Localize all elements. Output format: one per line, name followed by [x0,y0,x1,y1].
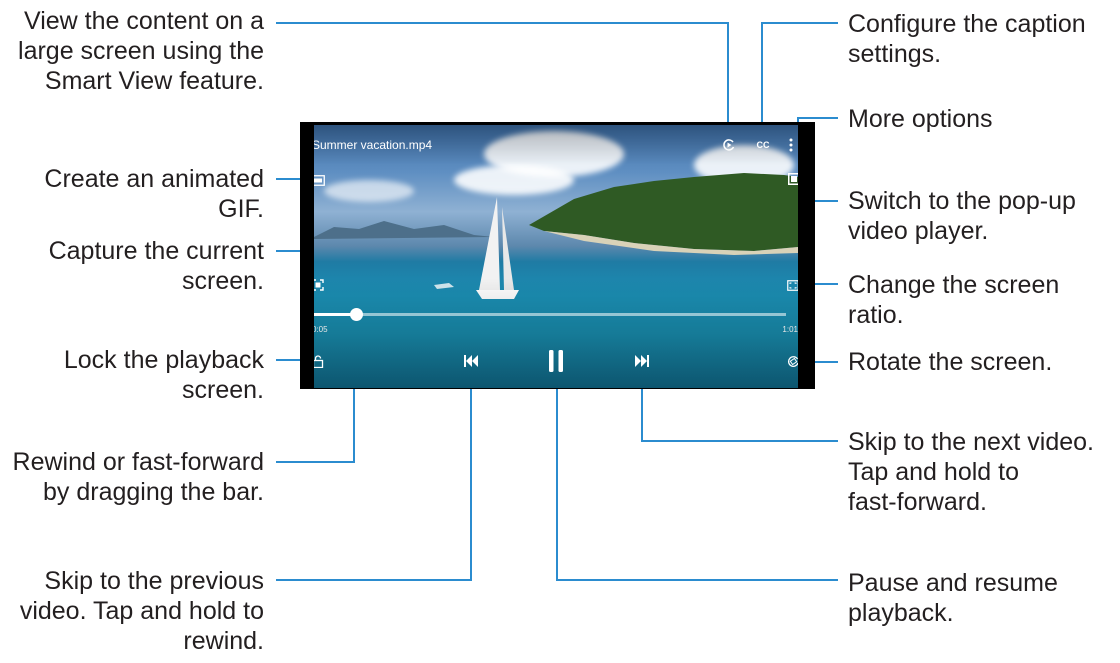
smart-view-icon [723,139,735,151]
top-scrim [314,125,798,165]
popup-player-icon [788,173,798,185]
video-player-screen[interactable]: Summer vacation.mp4 CC [314,125,798,388]
gif-icon [314,174,325,186]
seek-bar-progress [314,313,357,316]
leader-previous [276,372,472,581]
gif-button[interactable] [314,173,326,187]
callout-rotate: Rotate the screen. [848,348,1053,376]
rotate-icon [787,355,798,367]
phone-device: Summer vacation.mp4 CC [300,122,815,389]
more-options-button[interactable] [786,135,796,155]
island-scenery [314,173,798,299]
leader-pause [556,380,838,581]
leader-smart-view [276,22,729,128]
rotate-screen-button[interactable] [786,354,798,368]
pause-button[interactable] [545,348,567,374]
callout-caption: Configure the caption settings. [848,10,1086,68]
callout-capture: Capture the current screen. [48,237,264,295]
previous-icon [464,355,478,367]
callout-lock: Lock the playback screen. [63,346,264,404]
video-title: Summer vacation.mp4 [314,138,433,152]
cloud [454,165,574,195]
capture-button[interactable] [314,278,325,292]
next-icon [635,355,649,367]
bottom-scrim [314,278,798,388]
total-duration: 1:01 [782,325,798,334]
seek-bar-thumb[interactable] [350,308,364,321]
callout-next: Skip to the next video. Tap and hold to … [848,428,1094,516]
popup-player-button[interactable] [787,172,798,186]
lock-icon [314,354,324,368]
previous-button[interactable] [462,352,480,370]
callout-popup: Switch to the pop-up video player. [848,187,1076,245]
leader-caption [761,22,838,128]
captions-icon: CC [756,140,770,150]
callout-gif: Create an animated GIF. [44,165,264,223]
cloud [324,180,414,202]
pause-icon [549,350,563,372]
screen-ratio-button[interactable] [786,278,798,292]
callout-more: More options [848,105,993,133]
captions-button[interactable]: CC [752,137,774,153]
callout-pause: Pause and resume playback. [848,569,1058,627]
current-time: 0:05 [314,325,328,334]
callout-smart-view: View the content on a large screen using… [18,7,264,95]
callout-ratio: Change the screen ratio. [848,271,1060,329]
seek-bar[interactable] [314,308,786,321]
lock-button[interactable] [314,354,325,368]
next-button[interactable] [633,352,651,370]
smart-view-button[interactable] [721,137,737,153]
screen-ratio-icon [787,279,798,291]
leader-next [641,372,838,442]
callout-rewind: Rewind or fast-forward by dragging the b… [12,448,264,506]
callout-previous: Skip to the previous video. Tap and hold… [19,567,264,655]
capture-icon [314,279,324,291]
more-options-icon [789,138,793,152]
